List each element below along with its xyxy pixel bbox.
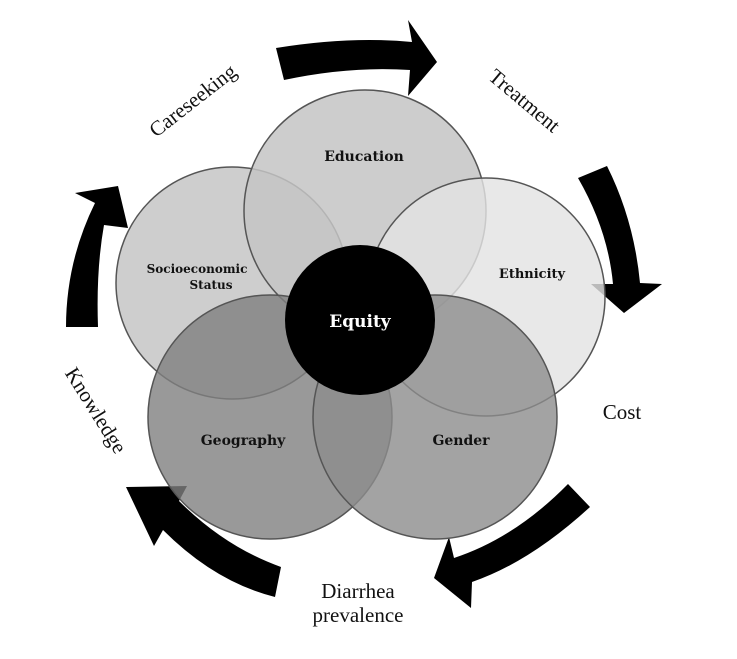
label-treatment: Treatment [484,64,565,137]
label-ethnicity: Ethnicity [499,267,566,282]
cycle-arrows [66,20,662,608]
label-knowledge: Knowledge [60,363,132,458]
label-diarrhea-line1: Diarrhea [321,579,395,603]
label-cost: Cost [603,400,642,424]
arrow-knowledge-to-careseeking [66,186,128,327]
label-geography: Geography [201,433,286,449]
label-education: Education [324,149,404,165]
arrow-cost-to-diarrhea [434,484,590,608]
label-diarrhea-line2: prevalence [313,603,404,627]
circle-equity [285,245,435,395]
arrow-diarrhea-to-knowledge [126,486,281,597]
label-socioeconomic-line1: Socioeconomic [147,262,248,276]
label-equity: Equity [329,312,392,332]
arrow-careseeking-to-treatment [276,20,437,96]
label-gender: Gender [432,433,490,449]
label-socioeconomic-line2: Status [189,278,232,292]
arrow-treatment-to-cost [578,166,662,313]
label-careseeking: Careseeking [144,59,241,142]
